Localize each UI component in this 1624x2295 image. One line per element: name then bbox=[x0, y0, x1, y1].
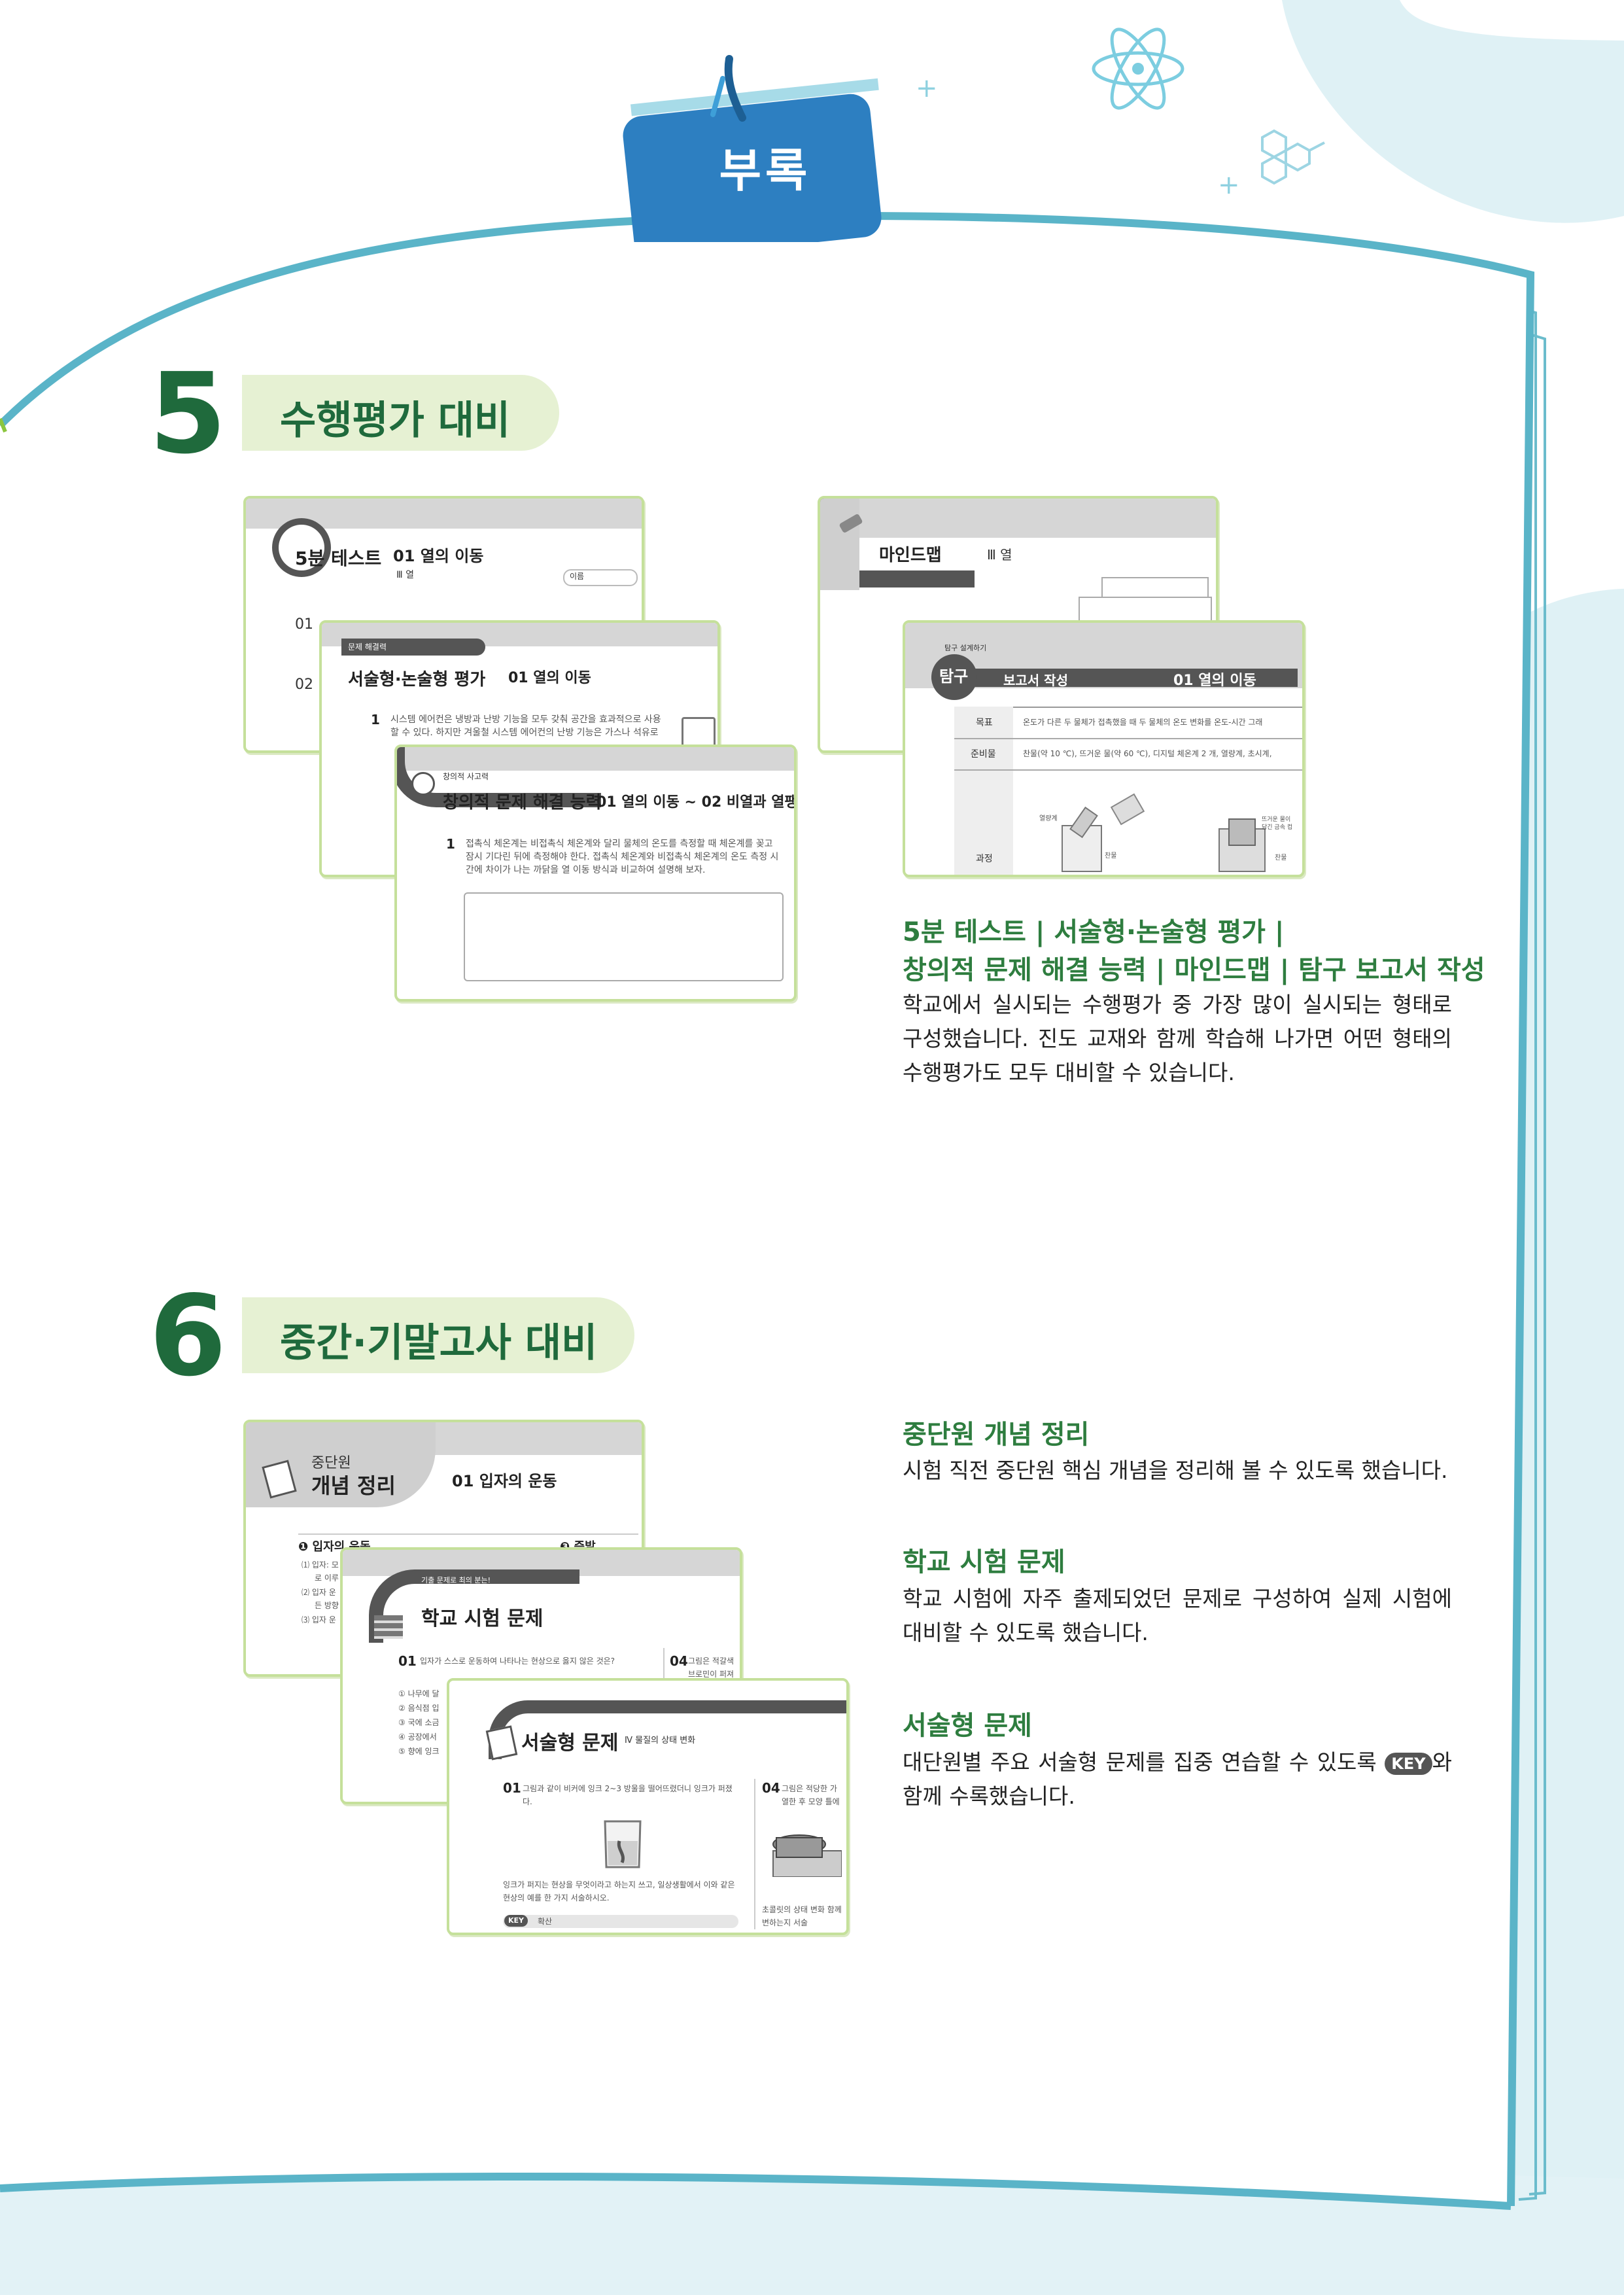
test5-unit: 01 열의 이동 bbox=[393, 547, 484, 565]
report-fig-label-2: 뜨거운 물이 담긴 금속 컵 bbox=[1262, 816, 1293, 831]
concept-title: 개념 정리 bbox=[311, 1473, 396, 1498]
test5-sub: Ⅲ 열 bbox=[396, 570, 414, 580]
card-creative-problem: 창의적 사고력 창의적 문제 해결 능력 01 열의 이동 ~ 02 비열과 열… bbox=[394, 745, 797, 1002]
creative-qtext: 접촉식 체온계는 비접촉식 체온계와 달리 물체의 온도를 측정할 때 체온계를… bbox=[466, 839, 779, 875]
header-tab-label: 부록 bbox=[719, 144, 812, 198]
school-choice-0: ① 나무에 달 bbox=[398, 1689, 440, 1698]
creative-kicker: 창의적 사고력 bbox=[443, 772, 489, 781]
essay-kicker: 문제 해결력 bbox=[348, 642, 387, 652]
school-choice-2: ③ 국에 소금 bbox=[398, 1718, 440, 1727]
report-unit: 01 열의 이동 bbox=[1173, 673, 1256, 689]
essay-qtext: 시스템 에어컨은 냉방과 난방 기능을 모두 갖춰 공간을 효과적으로 사용할 … bbox=[390, 714, 661, 738]
section6-block3-text-after: 와 함께 수록했습니다. bbox=[903, 1749, 1452, 1809]
report-fig-label-3: 찬물 bbox=[1275, 854, 1287, 862]
concept-line-3: 든 방향 bbox=[315, 1601, 339, 1610]
card-essay-problems: 서술형 문제 Ⅳ 물질의 상태 변화 01 그림과 같이 비커에 잉크 2~3 … bbox=[447, 1678, 849, 1935]
essay6-title: 서술형 문제 bbox=[521, 1732, 619, 1755]
plus-icon: + bbox=[1218, 170, 1240, 200]
concept-line-2: ⑵ 입자 운 bbox=[302, 1588, 336, 1597]
report-row-label-2: 과정 bbox=[976, 854, 993, 864]
essay6-key-text: 확산 bbox=[538, 1917, 553, 1926]
section5-title-pill bbox=[242, 375, 559, 451]
section6-title-pill bbox=[242, 1297, 634, 1373]
report-fig-label-1: 찬물 bbox=[1105, 852, 1117, 860]
concept-line-4: ⑶ 입자 운 bbox=[302, 1615, 336, 1624]
essay6-q4-after: 초콜릿의 상태 변화 함께 변하는지 서술 bbox=[762, 1905, 842, 1927]
essay6-pot-figure bbox=[772, 1834, 842, 1877]
report-title: 보고서 작성 bbox=[1003, 673, 1068, 688]
essay-qno: 1 bbox=[371, 712, 380, 727]
test5-name-field bbox=[563, 569, 638, 586]
creative-bulb-icon bbox=[411, 772, 435, 796]
essay6-q1-ask: 잉크가 퍼지는 현상을 무엇이라고 하는지 쓰고, 일상생활에서 이와 같은 현… bbox=[503, 1880, 735, 1902]
essay-unit: 01 열의 이동 bbox=[508, 670, 591, 686]
report-figure bbox=[1062, 793, 1266, 872]
section6-block2-heading: 학교 시험 문제 bbox=[903, 1547, 1065, 1577]
school-choice-4: ⑤ 향에 잉크 bbox=[398, 1747, 440, 1756]
plus-icon: + bbox=[916, 73, 938, 103]
creative-qno: 1 bbox=[446, 836, 455, 852]
essay6-q1-text: 그림과 같이 비커에 잉크 2~3 방울을 떨어뜨렸더니 잉크가 퍼졌다. bbox=[523, 1784, 733, 1806]
school-kicker: 기출 문제로 최의 분는! bbox=[421, 1576, 491, 1585]
creative-answer-box bbox=[464, 892, 784, 981]
essay6-q4-no: 04 bbox=[762, 1780, 780, 1796]
section6-number: 6 bbox=[149, 1272, 227, 1401]
concept-line-1: 로 이루 bbox=[315, 1573, 339, 1583]
test5-q1: 01 bbox=[295, 616, 313, 633]
section6-block2-text: 학교 시험에 자주 출제되었던 문제로 구성하여 실제 시험에 대비할 수 있도… bbox=[903, 1586, 1452, 1645]
essay6-q1-no: 01 bbox=[503, 1780, 521, 1796]
atom-icon bbox=[1092, 27, 1184, 110]
essay6-sub: Ⅳ 물질의 상태 변화 bbox=[625, 1736, 696, 1745]
test5-title: 5분 테스트 bbox=[295, 548, 382, 569]
report-row-text-0: 온도가 다른 두 물체가 접촉했을 때 두 물체의 온도 변화를 온도-시간 그… bbox=[1023, 718, 1263, 727]
essay6-key-bar bbox=[503, 1915, 738, 1928]
key-badge-icon: KEY bbox=[1385, 1752, 1432, 1775]
mindmap-title: 마인드맵 bbox=[879, 546, 942, 565]
essay-figure bbox=[682, 717, 716, 747]
school-q4-no: 04 bbox=[670, 1653, 688, 1669]
section5-description: 학교에서 실시되는 수행평가 중 가장 많이 실시되는 형태로 구성했습니다. … bbox=[903, 992, 1452, 1085]
report-row-label-1: 준비물 bbox=[971, 749, 996, 760]
section5-number: 5 bbox=[149, 349, 227, 479]
school-choice-3: ④ 공장에서 bbox=[398, 1732, 437, 1742]
section6-block3-text-before: 대단원별 주요 서술형 문제를 집중 연습할 수 있도록 bbox=[903, 1749, 1377, 1775]
creative-title: 창의적 문제 해결 능력 bbox=[443, 793, 602, 813]
concept-kicker: 중단원 bbox=[311, 1455, 351, 1471]
essay6-key-badge: KEY bbox=[504, 1915, 528, 1927]
school-q1-no: 01 bbox=[398, 1653, 417, 1669]
test5-name-label: 이름 bbox=[570, 572, 585, 581]
header-tab bbox=[623, 55, 882, 242]
section5-heading-line1: 5분 테스트 | 서술형·논술형 평가 | bbox=[903, 917, 1285, 947]
school-choice-1: ② 음식점 입 bbox=[398, 1704, 440, 1713]
card-report: 탐구 설계하기 탐구 보고서 작성 01 열의 이동 목표 온도가 다른 두 물… bbox=[903, 620, 1305, 877]
section6-block1-heading: 중단원 개념 정리 bbox=[903, 1420, 1090, 1450]
school-title: 학교 시험 문제 bbox=[421, 1607, 544, 1630]
section6-block1-text: 시험 직전 중단원 핵심 개념을 정리해 볼 수 있도록 했습니다. bbox=[903, 1458, 1448, 1483]
report-row-text-1: 찬물(약 10 ℃), 뜨거운 물(약 60 ℃), 디지털 체온계 2 개, … bbox=[1023, 749, 1272, 758]
test5-q2: 02 bbox=[295, 676, 313, 693]
essay-title: 서술형·논술형 평가 bbox=[348, 670, 486, 690]
essay6-q4-text: 그림은 적당한 가열한 후 모양 틀에 bbox=[782, 1784, 840, 1806]
concept-unit: 01 입자의 운동 bbox=[452, 1472, 557, 1490]
section6-title: 중간·기말고사 대비 bbox=[280, 1320, 598, 1366]
molecule-icon bbox=[1261, 129, 1325, 185]
concept-line-0: ⑴ 입자: 모 bbox=[302, 1560, 339, 1569]
essay6-beaker-figure bbox=[604, 1820, 642, 1868]
section5-title: 수행평가 대비 bbox=[280, 398, 511, 444]
card-school-exam: 기출 문제로 최의 분는! 학교 시험 문제 01 입자가 스스로 운동하여 나… bbox=[340, 1547, 742, 1804]
creative-unit: 01 열의 이동 ~ 02 비열과 열팽창 bbox=[596, 794, 797, 811]
mindmap-sub: Ⅲ 열 bbox=[987, 547, 1012, 563]
section6-block3-heading: 서술형 문제 bbox=[903, 1711, 1032, 1741]
report-kicker: 탐구 설계하기 bbox=[944, 644, 987, 652]
report-fig-label-0: 열량계 bbox=[1039, 815, 1058, 822]
report-row-label-0: 목표 bbox=[976, 718, 993, 728]
section5-heading-line2: 창의적 문제 해결 능력 | 마인드맵 | 탐구 보고서 작성 bbox=[903, 955, 1485, 985]
school-q1-text: 입자가 스스로 운동하여 나타나는 현상으로 옳지 않은 것은? bbox=[420, 1656, 615, 1666]
school-books-icon bbox=[374, 1615, 403, 1639]
report-badge: 탐구 bbox=[939, 667, 969, 686]
